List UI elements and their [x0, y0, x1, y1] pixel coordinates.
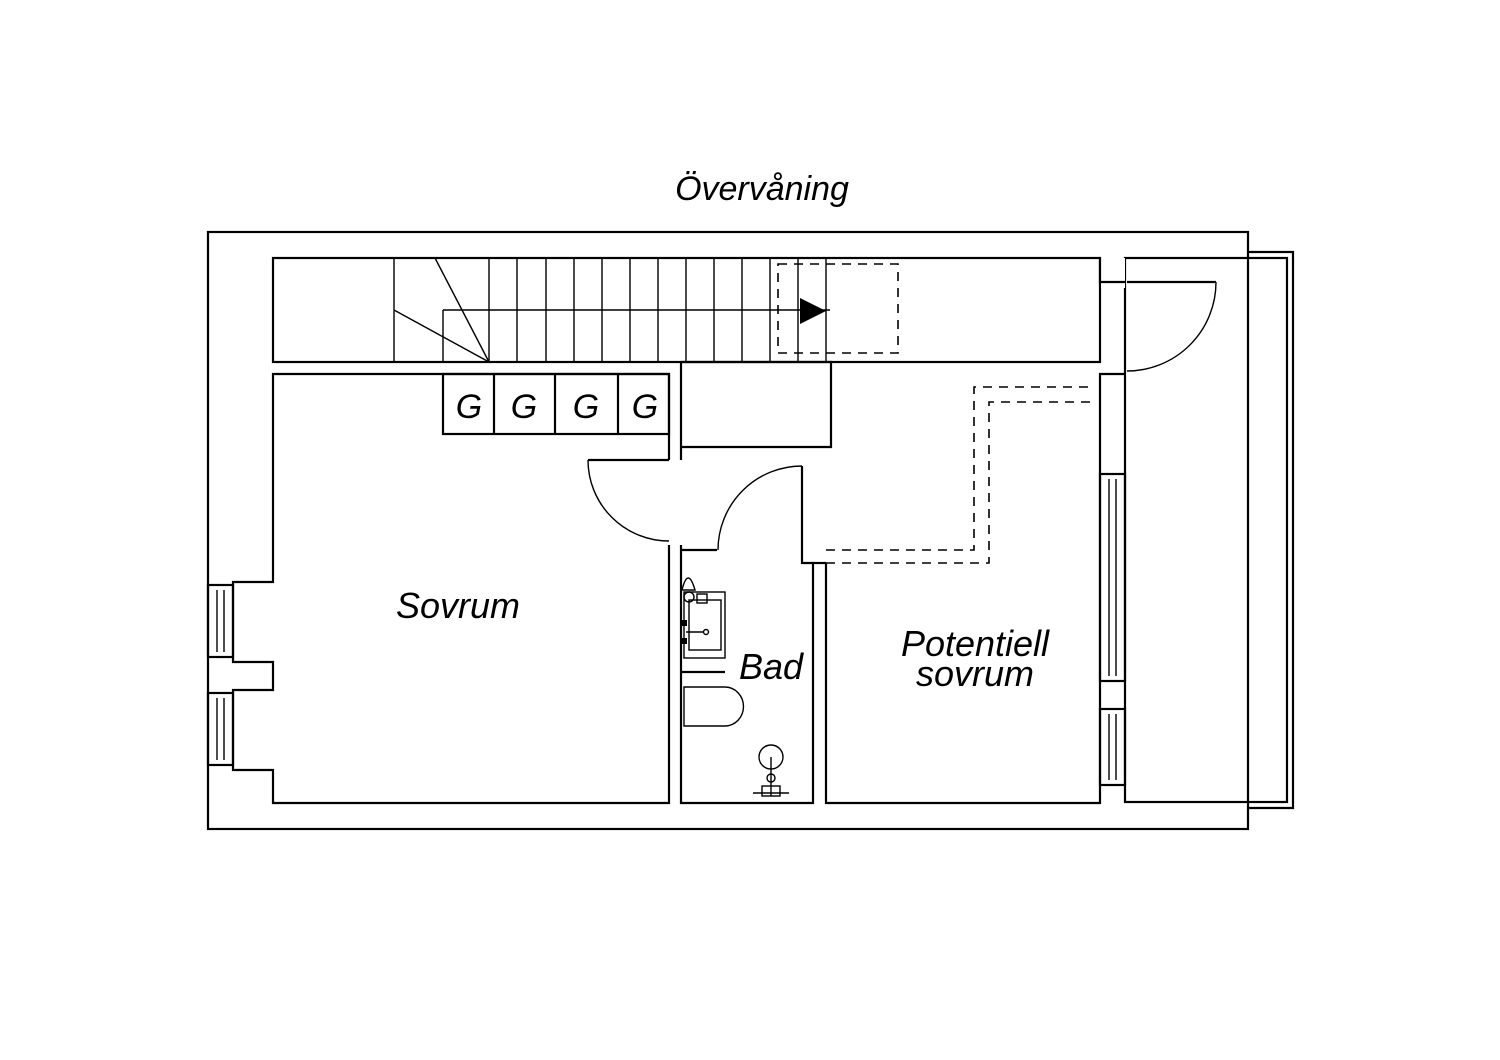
sovrum-walls [231, 372, 671, 805]
floor-title: Övervåning [675, 170, 849, 208]
window-right-upper [1098, 472, 1127, 683]
potential-room-walls [824, 372, 1125, 805]
window-left-upper [206, 583, 235, 659]
bad-door [717, 465, 804, 551]
room-label-potential-2: sovrum [916, 653, 1034, 694]
hall-cabinet [681, 360, 833, 449]
closet-label: G [573, 388, 599, 426]
room-label-bad: Bad [739, 646, 804, 687]
shower-head-icon [681, 577, 708, 604]
shower-mixer-icon [753, 744, 789, 797]
window-left-lower [206, 691, 235, 767]
balcony [1123, 250, 1295, 810]
closet-label: G [632, 388, 658, 426]
window-right-lower [1098, 707, 1127, 787]
staircase [271, 256, 1102, 364]
stair-opening-dashed [777, 263, 899, 354]
bad-walls [679, 545, 815, 805]
sovrum-door [587, 458, 670, 542]
room-label-sovrum: Sovrum [396, 585, 520, 626]
closet-label: G [511, 388, 537, 426]
stair-direction-arrow-icon [800, 298, 826, 324]
balcony-door [1126, 280, 1217, 372]
sink-icon [682, 591, 726, 659]
closet-label: G [456, 388, 482, 426]
closets [441, 372, 671, 436]
sloped-ceiling-dashed [826, 386, 1092, 551]
room-label-potential-1: Potentiell [901, 623, 1050, 664]
outer-wall [206, 230, 1250, 831]
toilet-icon [681, 670, 745, 727]
